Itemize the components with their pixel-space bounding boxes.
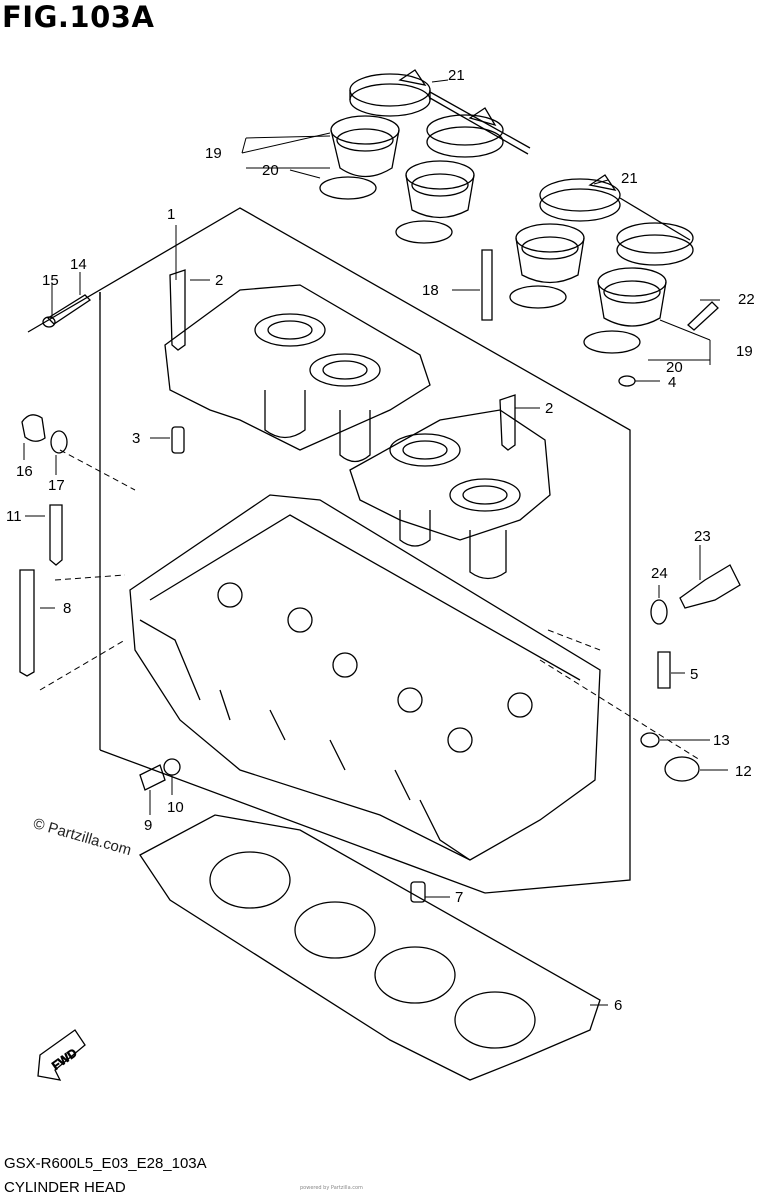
fine-print: powered by Partzilla.com <box>300 1185 363 1191</box>
leader-lines <box>23 79 728 1006</box>
callout-15: 15 <box>42 272 59 289</box>
callout-6: 6 <box>614 997 622 1014</box>
callout-19-left: 19 <box>205 145 222 162</box>
callout-8: 8 <box>63 600 71 617</box>
callout-12: 12 <box>735 763 752 780</box>
fwd-arrow-label: FWD <box>49 1045 80 1072</box>
callout-19-right: 19 <box>736 343 753 360</box>
callout-7: 7 <box>455 889 463 906</box>
callout-17: 17 <box>48 477 65 494</box>
head-gasket <box>139 814 601 1081</box>
small-parts <box>19 249 741 1081</box>
callout-2-right: 2 <box>545 400 553 417</box>
callout-14: 14 <box>70 256 87 273</box>
callout-3: 3 <box>132 430 140 447</box>
callout-18: 18 <box>422 282 439 299</box>
figure-title: FIG.103A <box>2 0 155 34</box>
model-code: GSX-R600L5_E03_E28_103A <box>4 1155 207 1172</box>
callout-11: 11 <box>6 508 22 525</box>
callout-5: 5 <box>690 666 698 683</box>
callout-13: 13 <box>713 732 730 749</box>
callout-23: 23 <box>694 528 711 545</box>
callout-20-left: 20 <box>262 162 279 179</box>
callout-4: 4 <box>668 374 676 391</box>
callout-20-right: 20 <box>666 359 683 376</box>
section-name: CYLINDER HEAD <box>4 1179 126 1196</box>
callout-10: 10 <box>167 799 184 816</box>
callout-1: 1 <box>167 206 175 223</box>
callout-16: 16 <box>16 463 33 480</box>
callout-21-top: 21 <box>448 67 465 84</box>
callout-24: 24 <box>651 565 668 582</box>
assembly-frame <box>27 207 631 894</box>
callout-2-left: 2 <box>215 272 223 289</box>
callout-22: 22 <box>738 291 755 308</box>
callout-21-right: 21 <box>621 170 638 187</box>
camshaft-holder <box>164 284 551 580</box>
intake-funnel-group <box>319 69 694 354</box>
callout-labels: 21 19 20 21 1 14 2 15 18 22 19 20 4 2 3 … <box>6 67 755 1073</box>
cylinder-head <box>129 494 601 861</box>
callout-9: 9 <box>144 817 152 834</box>
